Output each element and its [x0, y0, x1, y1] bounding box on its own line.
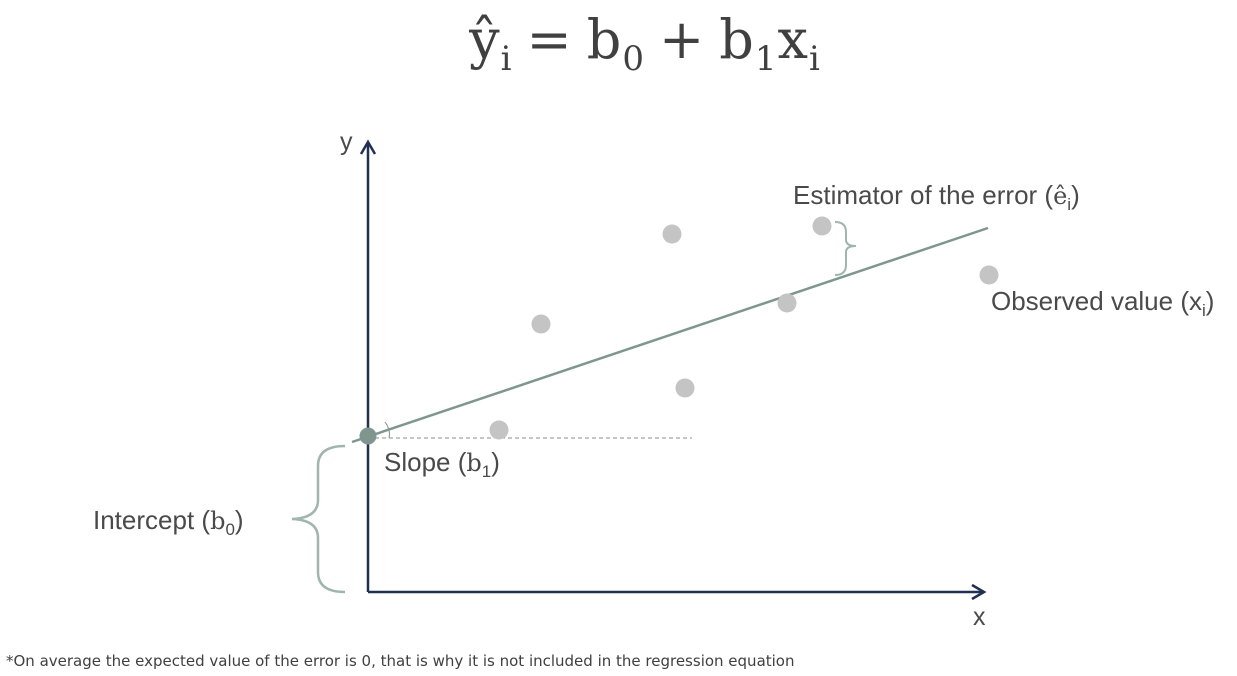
observed-point [777, 293, 797, 313]
equals-sign: = [526, 8, 573, 71]
observed-point [979, 265, 999, 285]
intercept-label-text: Intercept ( [93, 505, 211, 535]
error-estimator-label: Estimator of the error (êi) [793, 180, 1080, 214]
observed-label-text: Observed value (x [991, 286, 1202, 316]
intercept-symbol: b [210, 507, 226, 535]
slope-label: Slope (b1) [384, 447, 500, 481]
intercept-subscript: 0 [225, 520, 235, 539]
observed-label-close: ) [1205, 286, 1215, 316]
intercept-label: Intercept (b0) [93, 505, 244, 539]
b1-symbol: b [719, 8, 755, 71]
slope-subscript: 1 [481, 462, 492, 481]
x-axis-arrowhead [971, 583, 987, 601]
b0-symbol: b [586, 8, 623, 71]
b1-subscript: 1 [754, 39, 778, 79]
y-axis-label: y [340, 128, 353, 156]
error-label-text: Estimator of the error ( [793, 180, 1054, 210]
observed-point [489, 420, 509, 440]
y-axis-arrowhead [359, 139, 377, 155]
error-label-close: ) [1071, 180, 1080, 210]
slope-symbol: b [466, 449, 482, 477]
observed-subscript: i [1201, 301, 1206, 320]
error-brace [834, 221, 857, 276]
observed-point [812, 216, 832, 236]
observed-point [675, 378, 695, 398]
x-subscript: i [808, 39, 821, 79]
intercept-label-close: ) [234, 505, 244, 535]
observed-point [531, 314, 551, 334]
slope-label-close: ) [491, 447, 500, 477]
b0-subscript: 0 [622, 39, 646, 79]
regression-line [351, 226, 989, 444]
observed-point [662, 224, 682, 244]
observed-value-label: Observed value (xi) [991, 286, 1215, 320]
regression-equation: ŷi=b0+b1xi [0, 8, 1237, 76]
error-symbol: ê [1053, 182, 1068, 210]
intercept-point [359, 427, 377, 445]
x-axis-label: x [973, 603, 986, 631]
intercept-brace [291, 444, 346, 594]
x-symbol: x [777, 8, 809, 71]
error-subscript: i [1067, 195, 1072, 214]
y-hat: ŷ [469, 8, 501, 71]
slope-label-text: Slope ( [384, 447, 467, 477]
footnote: *On average the expected value of the er… [6, 652, 795, 670]
y-hat-subscript: i [500, 39, 513, 79]
plus-sign: + [659, 8, 706, 71]
